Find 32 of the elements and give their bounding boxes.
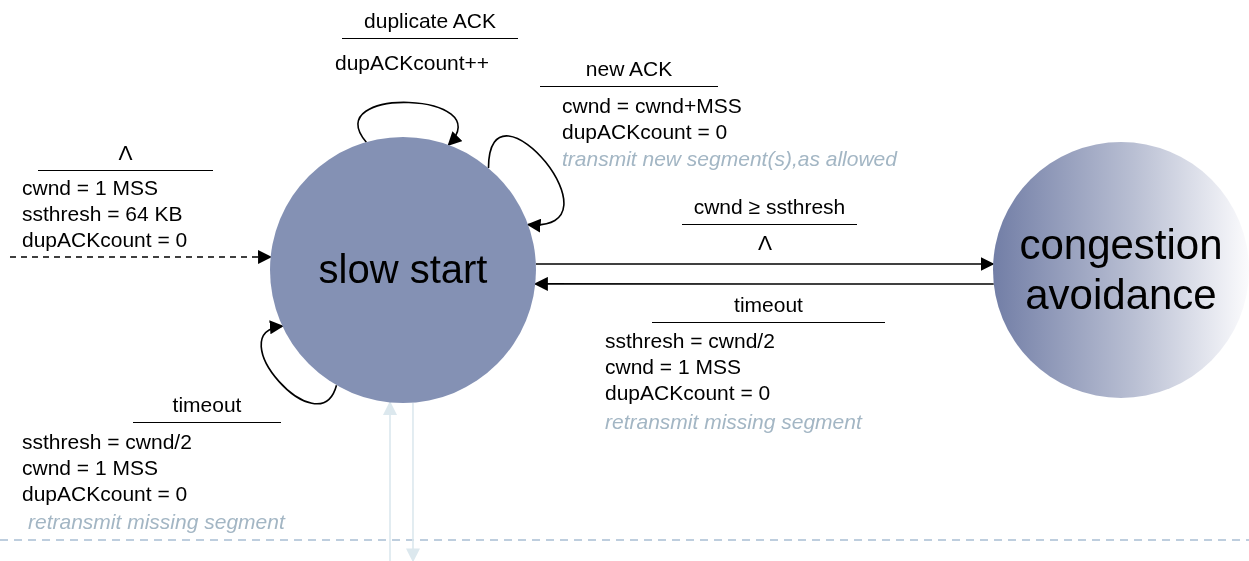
action-note: retransmit missing segment	[28, 509, 285, 535]
action-text: dupACKcount = 0	[22, 481, 188, 507]
action-text: dupACKcount = 0	[605, 380, 771, 406]
arrow	[533, 276, 995, 291]
action-text: cwnd = 1 MSS	[22, 175, 158, 201]
edge-label: Λ	[38, 140, 213, 171]
arrow	[9, 250, 273, 264]
action-text: dupACKcount++	[335, 50, 490, 76]
action-note: transmit new segment(s),as allowed	[562, 146, 897, 172]
arrow	[535, 256, 995, 271]
action-text: Λ	[758, 230, 773, 256]
arrow	[357, 101, 462, 147]
arrow	[487, 135, 565, 231]
action-note: retransmit missing segment	[605, 409, 862, 435]
action-text: ssthresh = cwnd/2	[605, 328, 775, 354]
action-text: cwnd = 1 MSS	[605, 354, 741, 380]
action-text: cwnd = cwnd+MSS	[562, 93, 742, 119]
state-name: slow start	[317, 246, 489, 294]
edge-label: duplicate ACK	[342, 8, 518, 39]
action-text: cwnd = 1 MSS	[22, 455, 158, 481]
edge-label: cwnd ≥ ssthresh	[682, 194, 857, 225]
action-text: ssthresh = 64 KB	[22, 201, 183, 227]
action-text: dupACKcount = 0	[562, 119, 728, 145]
arrow	[406, 401, 420, 561]
edge-label: new ACK	[540, 56, 718, 87]
arrow	[260, 322, 338, 405]
action-text: dupACKcount = 0	[22, 227, 188, 253]
action-text: ssthresh = cwnd/2	[22, 429, 192, 455]
edge-label: timeout	[133, 392, 281, 423]
edge-label: timeout	[652, 292, 885, 323]
arrow	[383, 400, 397, 561]
state-name: congestion avoidance	[1018, 220, 1224, 320]
